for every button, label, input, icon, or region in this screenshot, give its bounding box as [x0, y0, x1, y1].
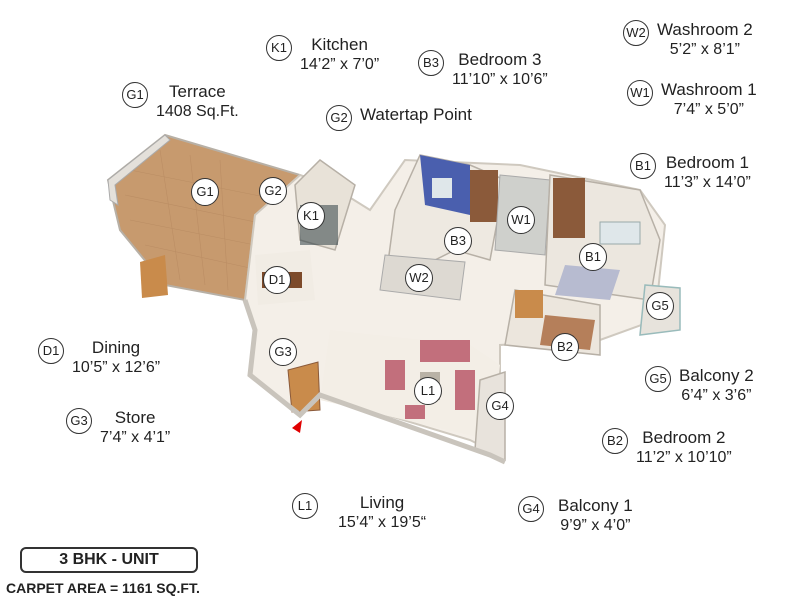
legend-balcony-2: G5 Balcony 2 6’4” x 3’6” — [645, 366, 754, 406]
legend-badge: D1 — [38, 338, 64, 364]
legend-badge: G4 — [518, 496, 544, 522]
plan-badge-b2: B2 — [551, 333, 579, 361]
plan-badge-d1: D1 — [263, 266, 291, 294]
legend-kitchen: K1 Kitchen 14’2” x 7’0” — [266, 35, 379, 75]
legend-washroom-2: W2 Washroom 2 5’2” x 8’1” — [623, 20, 753, 60]
room-size: 7’4” x 4’1” — [100, 429, 171, 446]
legend-badge: L1 — [292, 493, 318, 519]
legend-badge: B1 — [630, 153, 656, 179]
room-name: Dining — [91, 338, 141, 357]
legend-badge: G1 — [122, 82, 148, 108]
legend-badge: B2 — [602, 428, 628, 454]
room-size: 11’2” x 10’10” — [636, 449, 732, 466]
entry-arrow — [292, 420, 302, 433]
legend-badge: K1 — [266, 35, 292, 61]
room-name: Kitchen — [311, 35, 368, 54]
legend-living: L1 Living 15’4” x 19’5“ — [292, 493, 426, 533]
plan-badge-w2: W2 — [405, 264, 433, 292]
room-name: Store — [114, 408, 156, 427]
legend-balcony-1: G4 Balcony 1 9’9” x 4’0” — [518, 496, 633, 536]
plan-badge-g4: G4 — [486, 392, 514, 420]
room-size: 11’10” x 10’6” — [452, 71, 548, 88]
legend-watertap: G2 Watertap Point — [326, 105, 472, 131]
plan-badge-w1: W1 — [507, 206, 535, 234]
room-name: Living — [359, 493, 405, 512]
store-door — [287, 361, 321, 413]
carpet-area-text: CARPET AREA = 1161 SQ.FT. — [6, 580, 200, 596]
legend-terrace: G1 Terrace 1408 Sq.Ft. — [122, 82, 239, 122]
room-size: 15’4” x 19’5“ — [338, 514, 427, 531]
room-name: Bedroom 1 — [665, 153, 750, 172]
legend-washroom-1: W1 Washroom 1 7’4” x 5’0” — [627, 80, 757, 120]
room-name: Bedroom 2 — [642, 428, 726, 447]
plan-badge-k1: K1 — [297, 202, 325, 230]
room-size: 1408 Sq.Ft. — [156, 103, 239, 120]
plan-badge-g3: G3 — [269, 338, 297, 366]
room-size: 6’4” x 3’6” — [681, 387, 752, 404]
legend-bedroom-1: B1 Bedroom 1 11’3” x 14’0” — [630, 153, 751, 193]
room-size: 7’4” x 5’0” — [673, 101, 744, 118]
room-size: 14’2” x 7’0” — [300, 56, 380, 73]
room-size: 10’5” x 12’6” — [72, 359, 161, 376]
legend-badge: W2 — [623, 20, 649, 46]
room-name: Balcony 1 — [558, 496, 633, 515]
plan-badge-g2: G2 — [259, 177, 287, 205]
room-size: 11’3” x 14’0” — [664, 174, 751, 191]
legend-bedroom-2: B2 Bedroom 2 11’2” x 10’10” — [602, 428, 732, 468]
room-name: Balcony 2 — [679, 366, 754, 385]
plan-badge-b1: B1 — [579, 243, 607, 271]
room-name: Watertap Point — [360, 105, 472, 124]
legend-badge: G2 — [326, 105, 352, 131]
room-size: 9’9” x 4’0” — [560, 517, 631, 534]
room-name: Washroom 1 — [661, 80, 757, 99]
legend-badge: G5 — [645, 366, 671, 392]
room-size: 5’2” x 8’1” — [669, 41, 740, 58]
legend-bedroom-3: B3 Bedroom 3 11’10” x 10’6” — [418, 50, 548, 90]
terrace-wall — [107, 134, 171, 206]
room-name: Bedroom 3 — [458, 50, 542, 69]
plan-badge-l1: L1 — [414, 377, 442, 405]
plan-badge-g1: G1 — [191, 178, 219, 206]
unit-type-box: 3 BHK - UNIT — [20, 547, 198, 573]
plan-badge-g5: G5 — [646, 292, 674, 320]
legend-badge: W1 — [627, 80, 653, 106]
legend-badge: G3 — [66, 408, 92, 434]
room-name: Washroom 2 — [657, 20, 753, 39]
plan-badge-b3: B3 — [444, 227, 472, 255]
legend-dining: D1 Dining 10’5” x 12’6” — [38, 338, 160, 378]
legend-store: G3 Store 7’4” x 4’1” — [66, 408, 170, 448]
room-name: Terrace — [169, 82, 226, 101]
legend-badge: B3 — [418, 50, 444, 76]
